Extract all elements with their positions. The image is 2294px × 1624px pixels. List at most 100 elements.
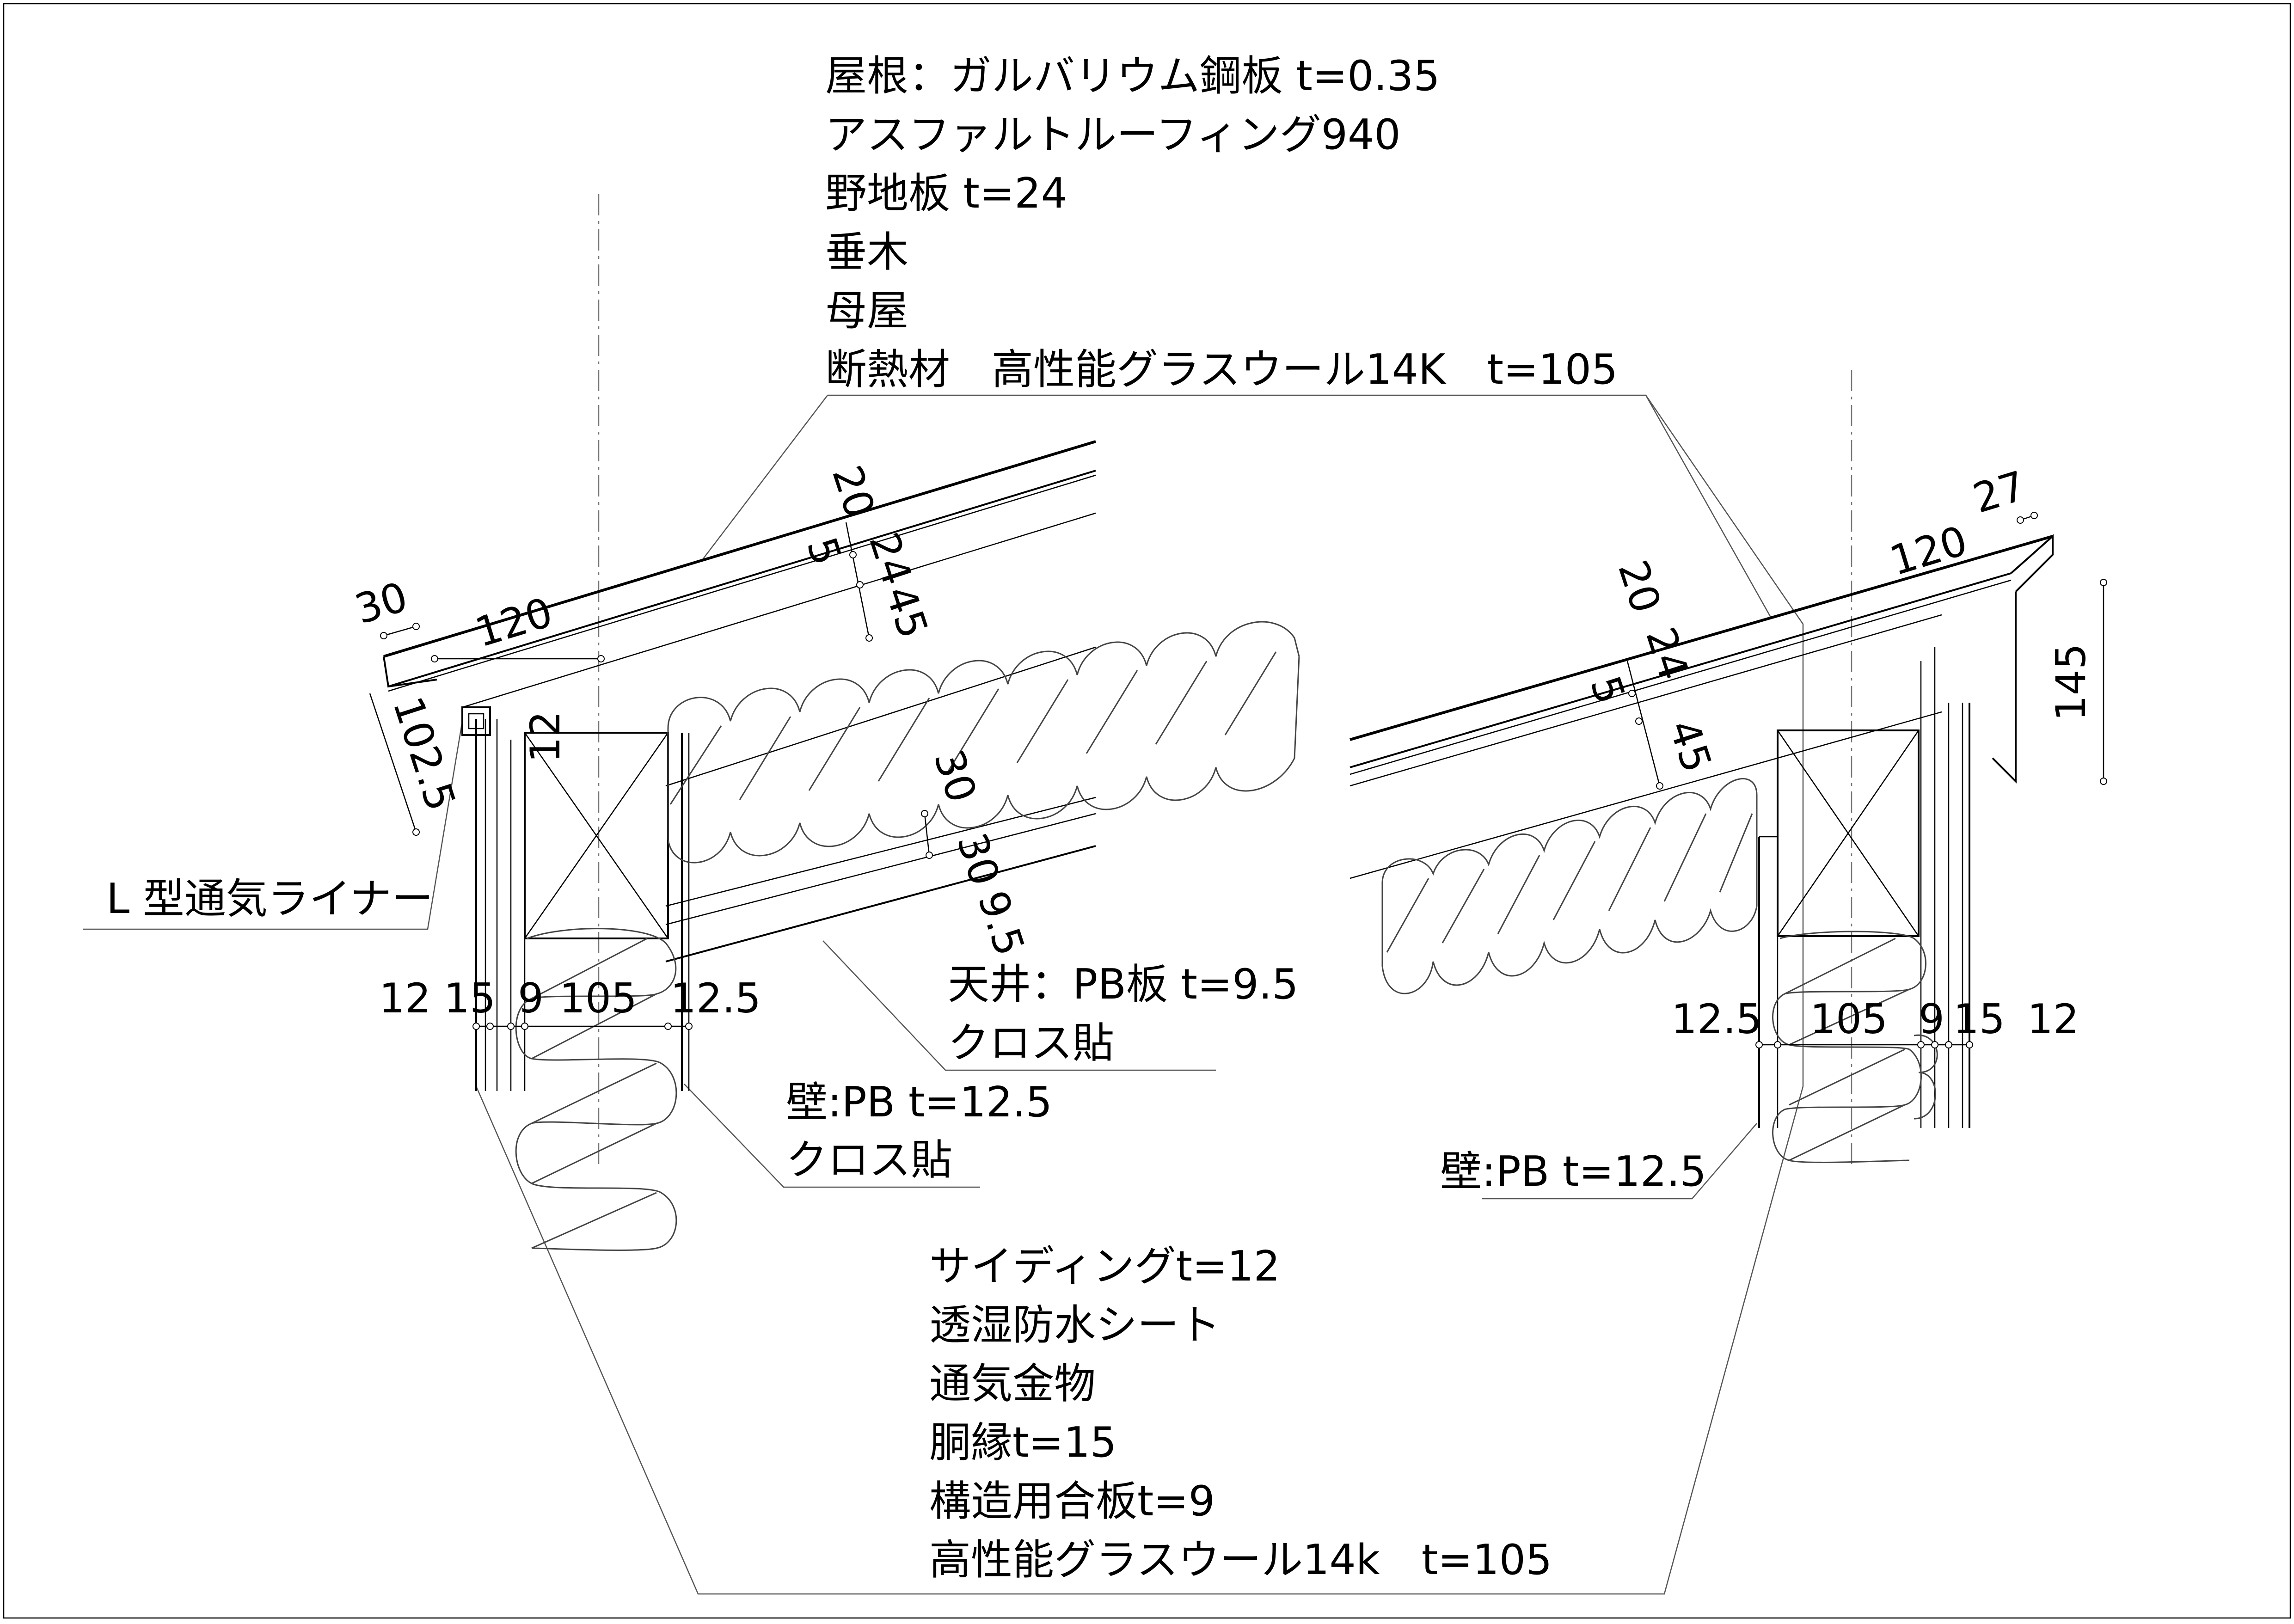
liner-label-block: L 型通気ライナー — [83, 721, 463, 930]
left-wall-spec-block: 壁:PB t=12.5 クロス貼 — [684, 1078, 1052, 1188]
liner-label: L 型通気ライナー — [106, 875, 433, 923]
right-dim-20: 20 — [1609, 555, 1670, 619]
left-roof-sheathing-top — [388, 470, 1096, 687]
left-dim-point — [664, 1023, 672, 1030]
wall-spec-block: サイディングt=12 透湿防水シート 通気金物 胴縁t=15 構造用合板t=9 … — [929, 1242, 1552, 1584]
right-dim-120: 120 — [1884, 516, 1973, 585]
left-dim-point — [856, 581, 864, 588]
left-bottom-dim: 9 — [518, 974, 544, 1022]
ceiling-spec-block: 天井：PB板 t=9.5 クロス貼 — [822, 940, 1298, 1071]
right-fascia — [1992, 592, 2017, 784]
left-roof-insulation — [667, 621, 1300, 864]
left-wall-spec-line: 壁:PB t=12.5 — [786, 1078, 1052, 1127]
right-roof-sheathing-top — [1349, 572, 2012, 768]
left-dim-point — [486, 1023, 494, 1030]
right-wall-insulation — [1772, 931, 1938, 1163]
left-dim-point — [412, 623, 420, 630]
left-dim-point — [507, 1023, 515, 1030]
right-purlin — [1777, 729, 1920, 937]
left-wall-spec-line: クロス貼 — [786, 1136, 952, 1184]
roof-spec-line: 母屋 — [825, 287, 908, 335]
left-dim-120: 120 — [470, 588, 558, 656]
right-dim-point — [1917, 1041, 1925, 1048]
callout-leader-roof-left — [702, 395, 828, 560]
right-roof-sheathing-bottom — [1349, 614, 1942, 787]
right-dim-point — [1656, 782, 1663, 790]
right-bottom-dim: 15 — [1953, 995, 2005, 1043]
left-dim-95: 9.5 — [969, 885, 1034, 962]
right-dim-point — [1945, 1041, 1952, 1048]
right-bottom-dim: 9 — [1919, 995, 1944, 1043]
left-dim-line-1025 — [369, 693, 417, 833]
right-dim-point — [1635, 717, 1643, 725]
ceiling-spec-line: 天井：PB板 t=9.5 — [948, 960, 1298, 1009]
left-dim-point — [431, 655, 438, 662]
right-wall-spec-line: 壁:PB t=12.5 — [1440, 1147, 1706, 1196]
right-dim-point — [1966, 1041, 1973, 1048]
right-dim-5: 5 — [1581, 670, 1634, 710]
right-dim-27: 27 — [1968, 462, 2031, 522]
left-bottom-dim: 12.5 — [670, 974, 761, 1022]
left-bottom-dim: 105 — [559, 974, 637, 1022]
right-dim-point — [1931, 1041, 1938, 1048]
left-dim-point — [472, 1023, 480, 1030]
wall-spec-line: 構造用合板t=9 — [929, 1477, 1215, 1526]
right-dim-point — [1628, 690, 1636, 697]
left-dim-point — [849, 551, 857, 558]
right-dim-point — [2017, 516, 2024, 524]
left-dim-point — [865, 634, 873, 642]
left-dim-line-roof — [845, 522, 870, 638]
right-dim-point — [1774, 1041, 1781, 1048]
left-dim-point — [921, 810, 928, 817]
left-dim-30c: 30 — [948, 827, 1009, 891]
left-ceiling-board — [665, 845, 1096, 962]
wall-spec-line: サイディングt=12 — [929, 1242, 1280, 1291]
left-dim-20: 20 — [823, 460, 884, 524]
callout-leader-roof-right — [1645, 395, 1772, 618]
roof-spec-line: 断熱材 高性能グラスウール14K t=105 — [825, 345, 1618, 394]
right-dim-point — [1755, 1041, 1763, 1048]
wall-spec-line: 透湿防水シート — [929, 1301, 1221, 1349]
left-dim-point — [926, 852, 933, 859]
left-dim-30: 30 — [350, 573, 413, 633]
left-roof-steel-line — [383, 440, 1096, 658]
right-bottom-dim: 12.5 — [1671, 995, 1762, 1043]
left-dim-point — [380, 632, 387, 639]
right-rafter-bottom — [1349, 711, 1942, 879]
liner-leader — [83, 721, 463, 930]
roof-spec-block: 屋根：ガルバリウム鋼板 t=0.35 アスファルトルーフィング940 野地板 t… — [825, 52, 1618, 394]
left-dim-1025: 102.5 — [384, 691, 465, 816]
left-dim-point — [685, 1023, 693, 1030]
right-dim-line-roof — [1626, 661, 1661, 786]
sheet-border — [3, 3, 2291, 1619]
right-dim-point — [2100, 579, 2107, 586]
ceiling-leader — [822, 940, 1216, 1071]
right-wall-spec-block: 壁:PB t=12.5 — [1440, 1123, 1757, 1200]
right-purlin-cross-b — [1777, 730, 1920, 937]
right-wall-leader — [1482, 1123, 1757, 1200]
roof-spec-line: アスファルトルーフィング940 — [825, 110, 1401, 159]
left-dim-point — [412, 828, 420, 836]
left-dim-point — [597, 655, 605, 662]
right-dim-24: 24 — [1637, 622, 1698, 686]
left-dim-5: 5 — [797, 532, 851, 571]
wall-spec-line: 高性能グラスウール14k t=105 — [929, 1536, 1552, 1584]
right-dim-45: 45 — [1660, 714, 1721, 778]
left-dim-line-30 — [383, 625, 417, 637]
right-eave-detail: 27 120 145 20 24 5 45 12.5 105 9 15 12 — [1349, 370, 2107, 1165]
right-bottom-dim: 105 — [1810, 995, 1888, 1043]
right-bottom-dim: 12 — [2027, 995, 2079, 1043]
left-wall-leader — [684, 1084, 980, 1188]
ceiling-spec-line: クロス貼 — [948, 1019, 1114, 1067]
right-dim-point — [2100, 778, 2107, 785]
left-rafter-bottom — [665, 646, 1096, 787]
left-dim-point — [521, 1023, 528, 1030]
left-dim-line-ceiling — [924, 813, 930, 856]
left-ceiling-top — [665, 797, 1096, 907]
left-dim-45: 45 — [876, 580, 938, 644]
left-dim-24: 24 — [860, 527, 921, 591]
wall-spec-line: 通気金物 — [929, 1360, 1096, 1408]
right-roof-edge — [2010, 534, 2054, 593]
